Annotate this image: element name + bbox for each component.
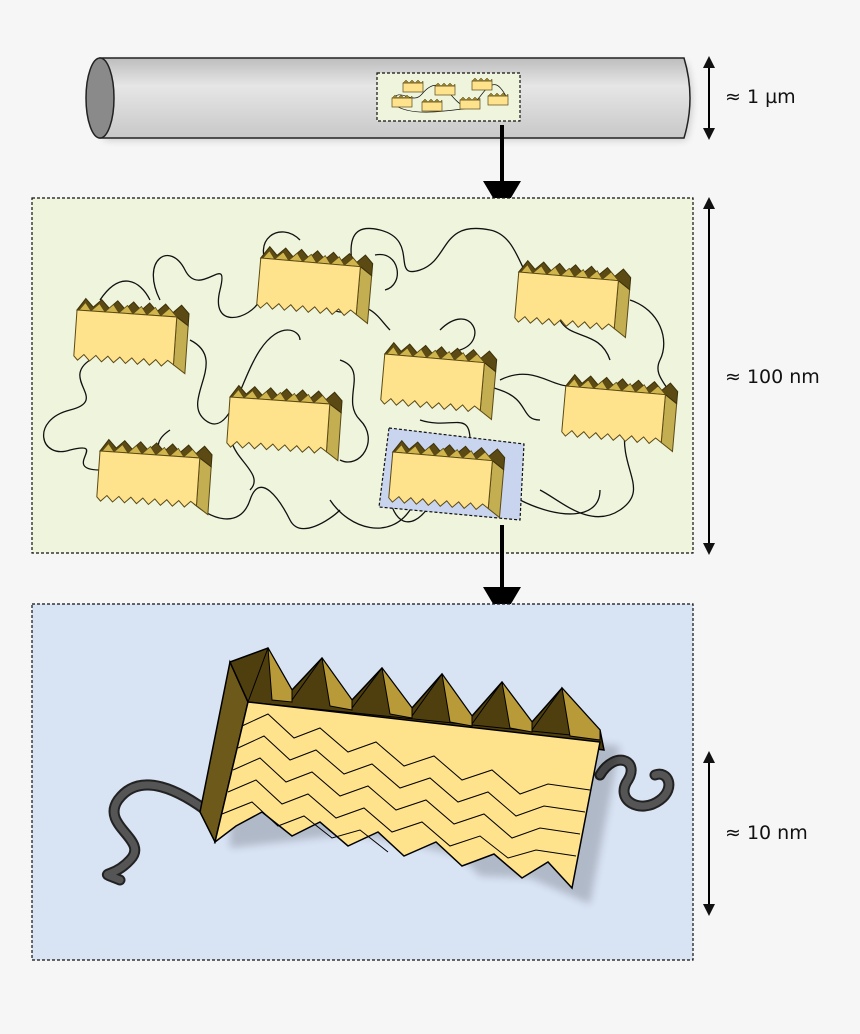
fiber-scale-label: ≈ 1 µm [725,86,796,108]
detail-panel [31,603,694,961]
arrow-down-icon [483,525,521,619]
fiber-inset [376,72,521,122]
crystal-scale-label: ≈ 10 nm [725,822,808,844]
crystallite-detail [199,646,620,904]
fiber-end [85,57,115,139]
network-panel [31,197,694,554]
network-scale-label: ≈ 100 nm [725,366,820,388]
arrow-down-icon [483,125,521,213]
